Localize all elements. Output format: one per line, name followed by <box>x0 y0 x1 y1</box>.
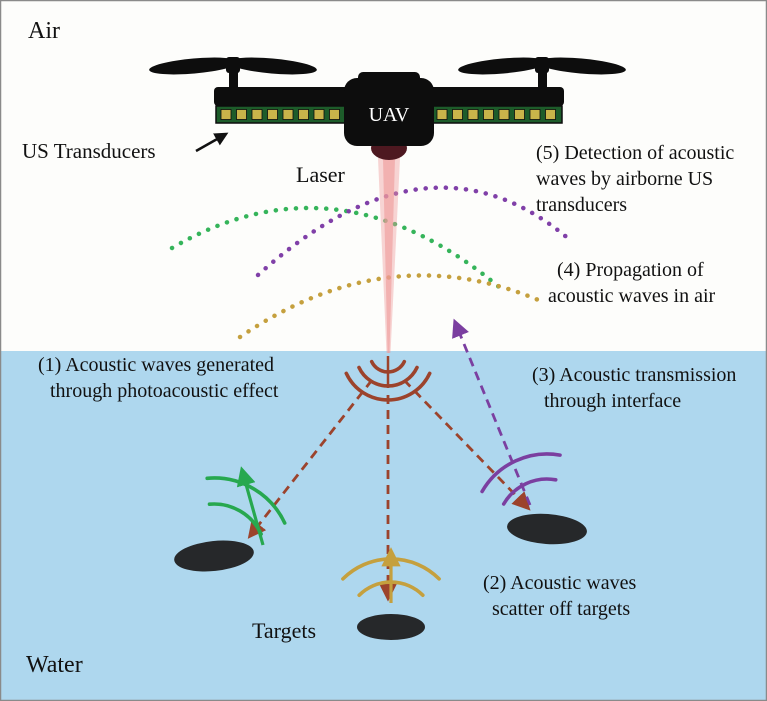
water-region <box>0 351 767 701</box>
left-rotor-blade-a <box>149 57 239 75</box>
annotation-step5-line3: transducers <box>536 194 627 216</box>
scattered-wave-arrow-green <box>236 466 265 546</box>
uav-label: UAV <box>369 104 410 126</box>
transducer-array-right <box>436 109 556 120</box>
annotation-step5-line1: (5) Detection of acoustic <box>536 142 734 164</box>
transducer-square <box>267 109 278 120</box>
transducer-array-left <box>220 109 340 120</box>
annotation-step1-line2: through photoacoustic effect <box>50 380 279 402</box>
target-center <box>357 614 425 640</box>
target-left <box>174 540 254 572</box>
brown-wavefront-arc <box>369 359 407 374</box>
transducer-strip-right <box>431 105 563 124</box>
purple-wavefront-arc <box>480 452 562 494</box>
water-label: Water <box>26 652 83 678</box>
annotation-step3: (3) Acoustic transmission through interf… <box>532 364 741 412</box>
annotation-step3-line2: through interface <box>544 390 681 412</box>
drone-body <box>344 78 434 146</box>
scattered-wave-purple <box>452 318 562 506</box>
transmitted-wave-arrow-purple <box>452 318 532 506</box>
transducer-square <box>282 109 294 120</box>
transducer-square <box>545 109 556 120</box>
annotation-step4-line2: acoustic waves in air <box>548 285 715 307</box>
air-wave-arc-green <box>169 205 508 295</box>
right-rotor-blade-b <box>536 57 626 75</box>
right-rotor-mast <box>538 68 547 92</box>
us-transducers-pointer-arrow-icon <box>195 132 229 153</box>
annotation-step3-line1: (3) Acoustic transmission <box>532 364 736 386</box>
laser-beam-core <box>383 158 395 353</box>
annotation-step5-line2: waves by airborne US <box>536 168 713 190</box>
brown-wavefront-arc <box>357 365 419 388</box>
transducer-square <box>514 109 525 120</box>
annotation-step4: (4) Propagation of acoustic waves in air <box>548 259 715 307</box>
transducer-square <box>436 109 448 120</box>
transducer-square <box>329 109 340 120</box>
transducer-square <box>529 109 541 120</box>
scattered-wave-green <box>205 466 287 546</box>
transducer-square <box>313 109 325 120</box>
transducer-square <box>236 109 247 120</box>
annotation-step2-line1: (2) Acoustic waves <box>483 572 637 594</box>
annotation-step4-line1: (4) Propagation of <box>557 259 704 281</box>
transducer-square <box>220 109 232 120</box>
green-wavefront-arc <box>205 476 287 525</box>
transducer-strip-left <box>215 105 347 124</box>
laser-label: Laser <box>296 162 346 187</box>
transducer-square <box>452 109 463 120</box>
left-rotor-blade-b <box>227 57 317 75</box>
us-transducers-label: US Transducers <box>22 139 156 163</box>
transducer-square <box>298 109 309 120</box>
target-right <box>507 513 587 545</box>
transducer-square <box>498 109 510 120</box>
uav-drone: UAV <box>149 57 626 160</box>
annotation-step1-line1: (1) Acoustic waves generated <box>38 354 274 376</box>
annotation-step1: (1) Acoustic waves generated through pho… <box>38 354 279 402</box>
annotation-step5: (5) Detection of acoustic waves by airbo… <box>536 142 739 216</box>
scattered-wave-tan <box>341 547 441 603</box>
right-rotor-blade-a <box>458 57 548 75</box>
left-rotor-mast <box>229 68 238 92</box>
air-label: Air <box>28 18 60 44</box>
transducer-square <box>467 109 479 120</box>
targets-label: Targets <box>252 618 316 643</box>
purple-wavefront-arc <box>501 477 558 506</box>
air-wave-arc-purple <box>255 185 573 278</box>
incident-wave-arrow-left <box>247 379 374 539</box>
transducer-square <box>251 109 263 120</box>
laser-beam <box>378 158 400 353</box>
transducer-square <box>483 109 494 120</box>
annotation-step2: (2) Acoustic waves scatter off targets <box>483 572 641 620</box>
annotation-step2-line2: scatter off targets <box>492 598 630 620</box>
